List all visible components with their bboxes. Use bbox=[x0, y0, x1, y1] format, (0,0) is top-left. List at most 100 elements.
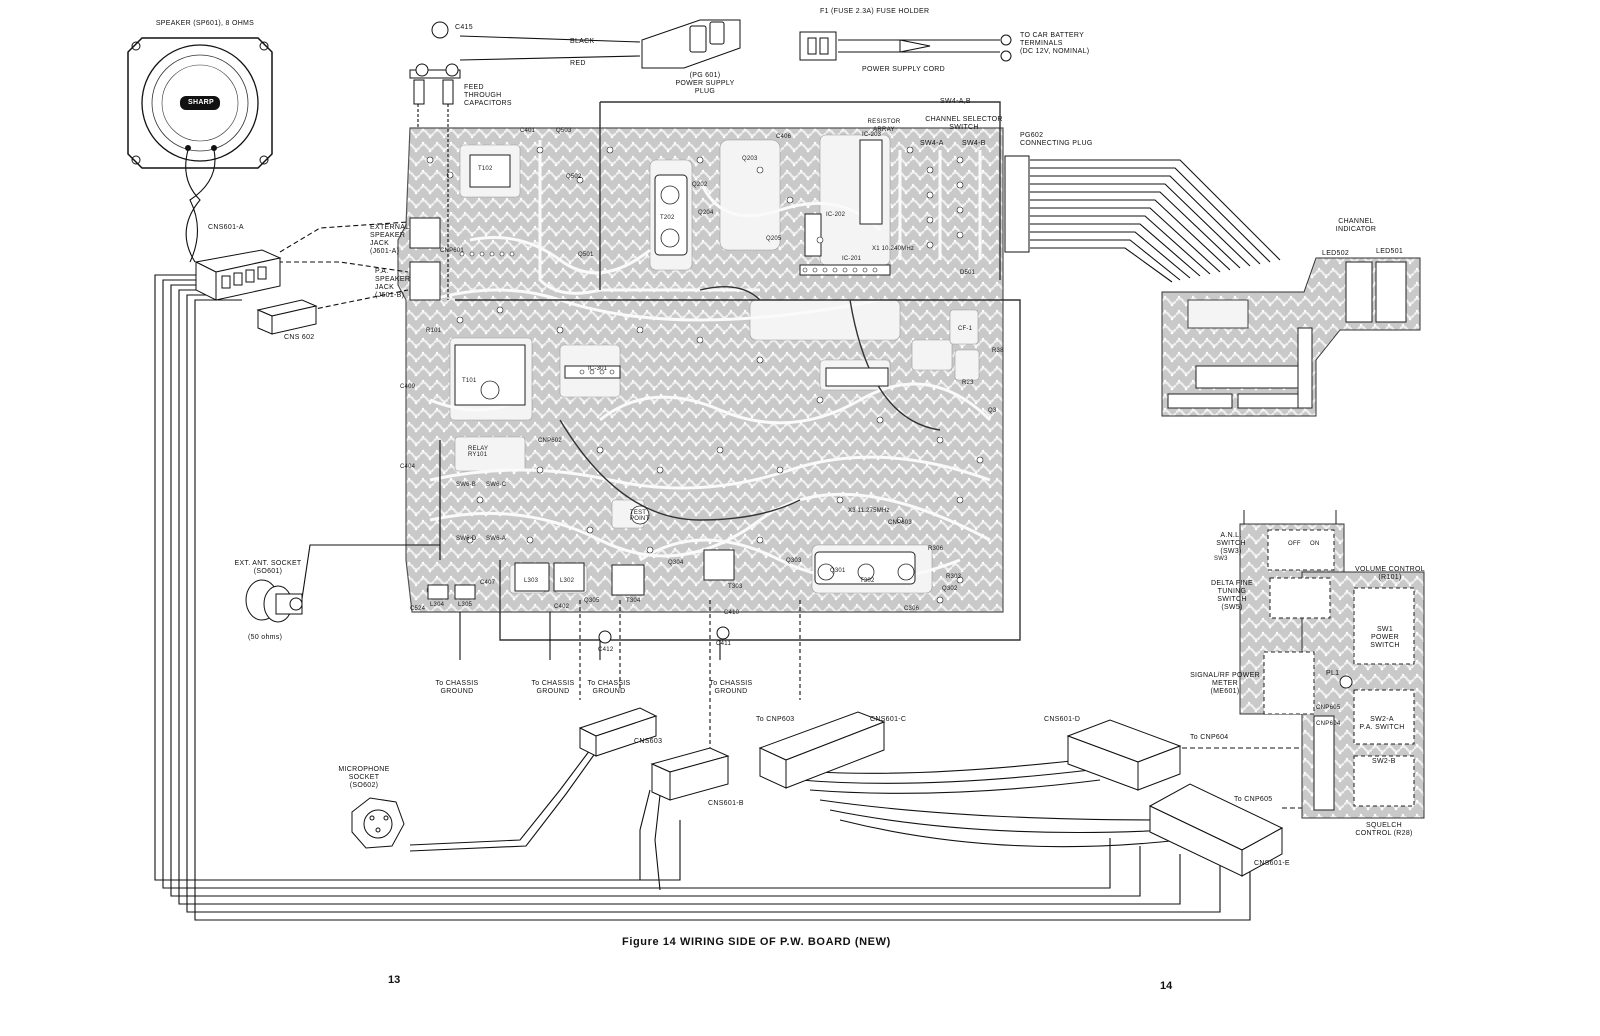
feed-through-label: FEED THROUGH CAPACITORS bbox=[464, 84, 512, 107]
connector-cns601b bbox=[650, 747, 730, 801]
power-cord-label: POWER SUPPLY CORD bbox=[862, 66, 946, 73]
t202-label: T202 bbox=[660, 215, 675, 221]
sw4a-label: SW4-A bbox=[920, 140, 944, 147]
c409-label: C409 bbox=[400, 384, 416, 390]
connector-cns601e bbox=[1148, 783, 1284, 877]
q202-label: Q202 bbox=[692, 182, 708, 188]
cns601b-label: CNS601-B bbox=[708, 800, 744, 807]
q502-label: Q502 bbox=[566, 174, 582, 180]
q304-label: Q304 bbox=[668, 560, 684, 566]
ext-antenna-socket bbox=[245, 579, 303, 623]
anl-switch-label: A.N.L. SWITCH (SW3) bbox=[1216, 532, 1246, 555]
crystal-x1-label: X1 10.240MHz bbox=[872, 246, 915, 252]
figure-caption: Figure 14 WIRING SIDE OF P.W. BOARD (NEW… bbox=[622, 936, 891, 948]
q3-label: Q3 bbox=[988, 408, 997, 414]
connector-cns603 bbox=[578, 707, 658, 757]
sw3-board-label: SW3 bbox=[1214, 556, 1228, 562]
control-panel-board bbox=[1239, 510, 1425, 819]
cns601d-label: CNS601-D bbox=[1044, 716, 1081, 723]
black-wire-label: BLACK bbox=[570, 38, 595, 45]
battery-label: To CAR BATTERY TERMINALS (DC 12V, NOMINA… bbox=[1020, 32, 1090, 55]
q205-label: Q205 bbox=[766, 236, 782, 242]
chassis-ground-label-4: To CHASSIS GROUND bbox=[709, 680, 753, 695]
t101-label: T101 bbox=[462, 378, 477, 384]
c411-label: C411 bbox=[716, 641, 732, 647]
sw6d-label: SW6-D bbox=[456, 536, 477, 542]
anl-on-label: ON bbox=[1310, 541, 1320, 547]
t302-label: T302 bbox=[860, 578, 875, 584]
c410-label: C410 bbox=[724, 610, 740, 616]
to-cnp605-label: To CNP605 bbox=[1234, 796, 1273, 803]
q203-label: Q203 bbox=[742, 156, 758, 162]
sw4b-label: SW4-B bbox=[962, 140, 986, 147]
page-number-right: 14 bbox=[1160, 980, 1173, 992]
cnp604-board-label: CNP604 bbox=[1316, 721, 1341, 727]
connector-cns601d bbox=[1066, 719, 1182, 791]
chassis-ground-label-2: To CHASSIS GROUND bbox=[531, 680, 575, 695]
pg601-label: (PG 601) POWER SUPPLY PLUG bbox=[675, 72, 735, 95]
pa-speaker-jack-label: P.A. SPEAKER JACK (J601-B) bbox=[375, 268, 411, 299]
crystal-x3-label: X3 11.275MHz bbox=[848, 508, 890, 514]
c412-label: C412 bbox=[598, 647, 614, 653]
r303-label: R303 bbox=[946, 574, 962, 580]
connector-cns601c bbox=[758, 711, 886, 789]
microphone-socket-label: MICROPHONE SOCKET (SO602) bbox=[338, 766, 390, 789]
delta-tune-label: DELTA FINE TUNING SWITCH (SW5) bbox=[1210, 580, 1254, 611]
q303-label: Q303 bbox=[786, 558, 802, 564]
sw6c-label: SW6-C bbox=[486, 482, 507, 488]
sw2b-label: SW2-B bbox=[1372, 758, 1396, 765]
chassis-ground-label-3: To CHASSIS GROUND bbox=[587, 680, 631, 695]
q302-label: Q302 bbox=[942, 586, 958, 592]
resistor-array-label: RESISTOR ARRAY bbox=[867, 119, 901, 133]
volume-control-label: VOLUME CONTROL (R101) bbox=[1355, 566, 1425, 581]
power-supply-plug-pg601 bbox=[641, 19, 741, 69]
cns603-label: CNS603 bbox=[634, 738, 663, 745]
sw6a-label: SW6-A bbox=[486, 536, 507, 542]
feedthrough-capacitors bbox=[409, 21, 461, 105]
rf-meter-label: SIGNAL/RF POWER METER (ME601) bbox=[1190, 672, 1260, 695]
ic203-label: IC-203 bbox=[862, 132, 882, 138]
channel-indicator-board bbox=[1161, 257, 1421, 417]
t102-label: T102 bbox=[478, 166, 493, 172]
speaker-label: SPEAKER (SP601), 8 OHMS bbox=[155, 20, 255, 27]
cns602-label: CNS 602 bbox=[284, 334, 315, 341]
ext-antenna-label: EXT. ANT. SOCKET (SO601) bbox=[234, 560, 302, 575]
r23-label: R23 bbox=[962, 380, 974, 386]
pa-switch-label: SW2-A P.A. SWITCH bbox=[1359, 716, 1405, 731]
l305-label: L305 bbox=[458, 602, 473, 608]
q503-label: Q503 bbox=[556, 128, 572, 134]
fuse-label: F1 (FUSE 2.3A) FUSE HOLDER bbox=[820, 8, 930, 15]
channel-selector-label: CHANNEL SELECTOR SWITCH bbox=[925, 116, 1003, 131]
ic202-label: IC-202 bbox=[826, 212, 846, 218]
microphone-socket bbox=[351, 797, 405, 849]
sw6b-label: SW6-B bbox=[456, 482, 477, 488]
pw-board bbox=[397, 101, 1021, 641]
l302-label: L302 bbox=[560, 578, 575, 584]
squelch-control-label: SQUELCH CONTROL (R28) bbox=[1355, 822, 1413, 837]
channel-indicator-label: CHANNEL INDICATOR bbox=[1335, 218, 1377, 233]
c415-label: C415 bbox=[455, 24, 473, 31]
harness-wires bbox=[154, 35, 1310, 921]
c306-label: C306 bbox=[904, 606, 920, 612]
ic201-label: IC-201 bbox=[842, 256, 862, 262]
to-cnp603-label: To CNP603 bbox=[756, 716, 795, 723]
test-point-label: TEST POINT bbox=[630, 510, 650, 522]
c407-label: C407 bbox=[480, 580, 496, 586]
c401-label: C401 bbox=[520, 128, 536, 134]
r101-board-label: R101 bbox=[426, 328, 442, 334]
c524-label: C524 bbox=[410, 606, 426, 612]
ic301-label: IC-301 bbox=[588, 366, 608, 372]
led502-label: LED502 bbox=[1322, 250, 1350, 257]
ohms-label: (50 ohms) bbox=[248, 634, 283, 641]
power-switch-label: SW1 POWER SWITCH bbox=[1370, 626, 1400, 649]
speaker-sp601 bbox=[127, 37, 273, 169]
ground-lugs bbox=[598, 626, 730, 644]
l304-label: L304 bbox=[430, 602, 445, 608]
cnp603-label: CNP603 bbox=[888, 520, 912, 526]
red-wire-label: RED bbox=[570, 60, 586, 67]
cnp605-board-label: CNP605 bbox=[1316, 705, 1341, 711]
cns601c-label: CNS601-C bbox=[870, 716, 907, 723]
r38-label: R38 bbox=[992, 348, 1004, 354]
q305-label: Q305 bbox=[584, 598, 600, 604]
c404-label: C404 bbox=[400, 464, 416, 470]
